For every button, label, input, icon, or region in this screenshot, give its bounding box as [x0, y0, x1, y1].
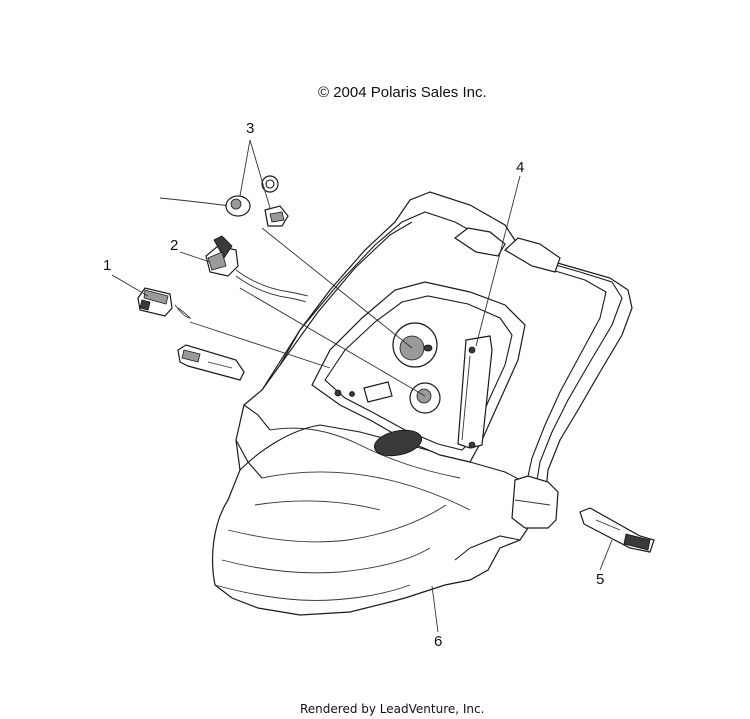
callout-6: 6 — [434, 633, 442, 650]
housing-vent — [373, 429, 423, 457]
rendered-by-footer: Rendered by LeadVenture, Inc. — [300, 702, 485, 716]
callout-4: 4 — [516, 159, 524, 176]
latch-part-5-right — [579, 507, 655, 553]
callout-3: 3 — [246, 120, 254, 137]
callout-5: 5 — [596, 571, 604, 588]
latch-part-5-left — [177, 344, 245, 381]
ignition-switch-part-2 — [205, 235, 309, 303]
instrument-panel-plate — [311, 281, 526, 463]
callout-2: 2 — [170, 237, 178, 254]
copyright-notice: © 2004 Polaris Sales Inc. — [318, 84, 487, 101]
callout-1: 1 — [103, 257, 111, 274]
cap-and-nut-part-3 — [159, 175, 289, 227]
switch-part-1 — [137, 287, 192, 319]
leader-lines — [111, 139, 613, 633]
